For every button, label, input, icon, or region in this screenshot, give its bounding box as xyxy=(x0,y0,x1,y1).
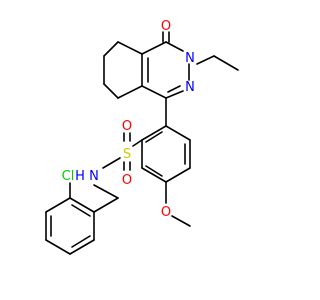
bonds xyxy=(45,31,239,255)
bond xyxy=(45,197,71,213)
bond xyxy=(117,41,143,55)
oxygen-label-sulfonyl-bottom: O xyxy=(122,173,132,188)
chlorine-label: Cl xyxy=(62,169,75,184)
nitrogen-label-ring: N xyxy=(185,80,195,95)
atom-labels: O N N O S O N H O Cl xyxy=(62,19,195,220)
bond xyxy=(196,55,215,65)
bond xyxy=(132,139,143,147)
bond xyxy=(93,184,119,199)
oxygen-label-ketone: O xyxy=(161,19,171,34)
bond xyxy=(165,125,191,141)
bond xyxy=(141,125,167,141)
bond xyxy=(103,83,119,99)
oxygen-label-methoxy: O xyxy=(161,205,171,220)
sulfur-label: S xyxy=(123,147,131,162)
bond xyxy=(145,131,163,143)
bond xyxy=(141,41,167,55)
bond xyxy=(117,85,143,99)
bond xyxy=(165,90,184,99)
bond xyxy=(165,167,191,183)
bond xyxy=(93,197,119,213)
bond xyxy=(69,197,95,213)
bond xyxy=(45,239,71,255)
bond xyxy=(145,165,163,177)
bond xyxy=(213,55,239,71)
bond xyxy=(102,157,121,169)
nitrogen-label-ethyl: N xyxy=(185,51,195,66)
bond xyxy=(141,167,167,183)
bond xyxy=(103,41,119,57)
bond xyxy=(141,85,167,99)
bond xyxy=(165,41,184,52)
hydrogen-label-amide: H xyxy=(75,169,85,184)
bond xyxy=(71,235,91,248)
bond xyxy=(171,215,191,227)
bond xyxy=(69,239,95,255)
oxygen-label-sulfonyl-top: O xyxy=(122,119,132,134)
chemical-structure: O N N O S O N H O Cl xyxy=(45,19,239,255)
bond xyxy=(71,204,91,217)
nitrogen-label-amide: N xyxy=(89,169,99,184)
bond xyxy=(167,85,181,93)
